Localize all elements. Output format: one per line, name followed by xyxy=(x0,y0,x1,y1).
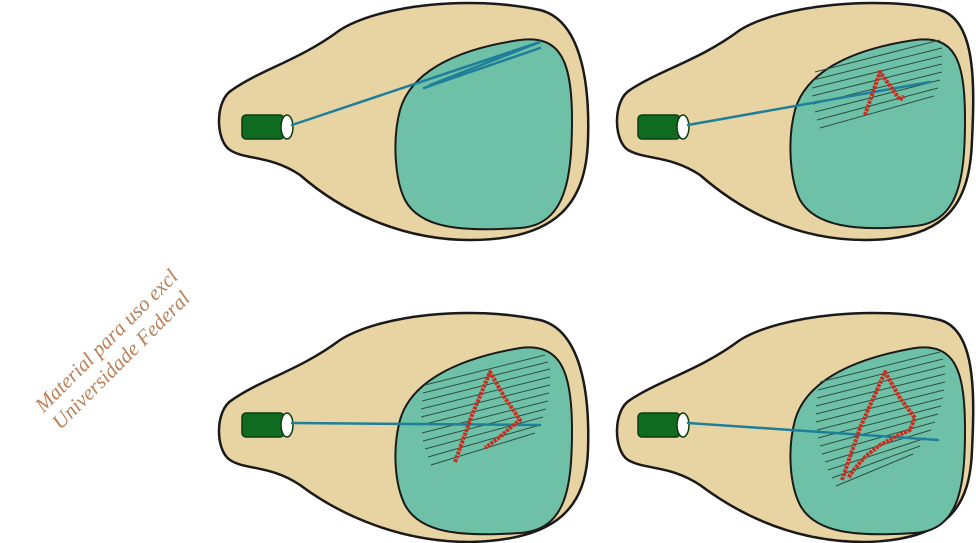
electron-gun xyxy=(242,115,284,139)
gun-tip xyxy=(281,413,293,437)
gun-tip xyxy=(281,115,293,139)
crt-panel-4 xyxy=(617,313,973,542)
gun-tip xyxy=(677,115,689,139)
gun-tip xyxy=(677,413,689,437)
crt-panel-3 xyxy=(219,313,588,542)
crt-panel-2 xyxy=(617,3,973,240)
electron-gun xyxy=(638,115,680,139)
electron-gun xyxy=(242,413,284,437)
crt-panel-1 xyxy=(219,3,588,240)
electron-gun xyxy=(638,413,680,437)
